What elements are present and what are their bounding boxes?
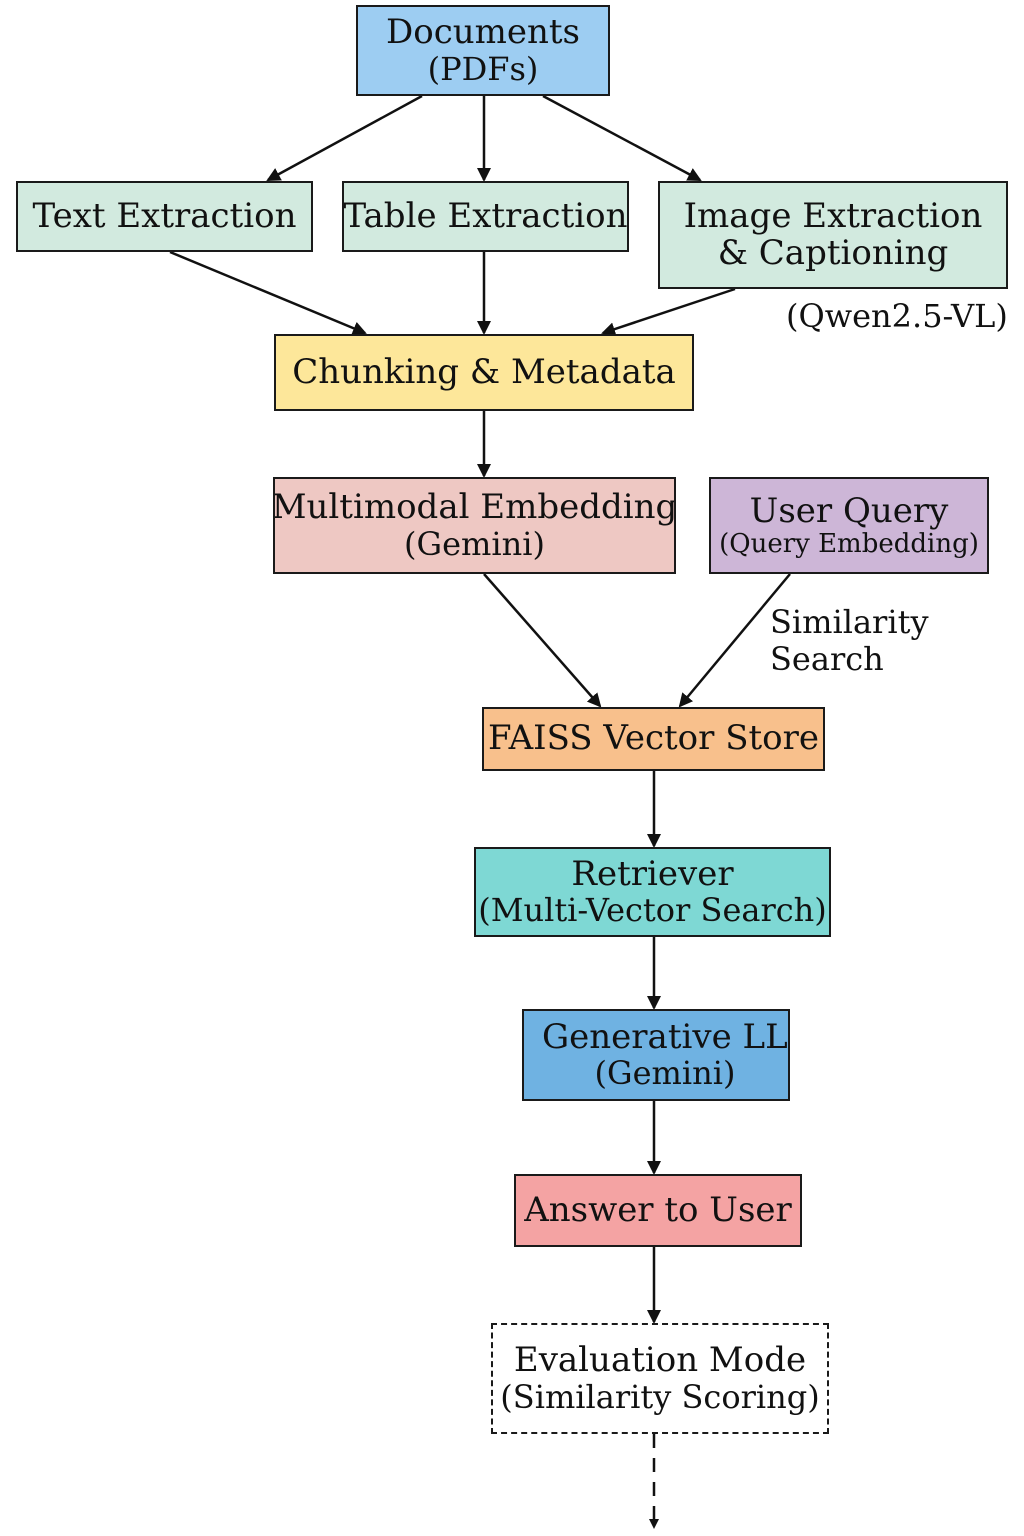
evaluation-label: Evaluation Mode xyxy=(513,1340,807,1381)
user-query-label: User Query xyxy=(749,490,949,531)
arrow-text-to-chunking xyxy=(169,250,367,335)
evaluation-node: Evaluation Mode (Similarity Scoring) xyxy=(491,1323,829,1434)
table-extraction-label: Table Extraction xyxy=(343,195,628,236)
answer-node: Answer to User xyxy=(514,1174,802,1247)
image-extraction-node: Image Extraction & Captioning xyxy=(658,181,1008,289)
table-extraction-node: Table Extraction xyxy=(342,181,629,252)
arrow-image-to-chunking xyxy=(601,287,736,336)
arrow-documents-to-image xyxy=(542,94,702,182)
documents-sublabel: (PDFs) xyxy=(427,49,539,88)
generative-llm-sublabel: (Gemini) xyxy=(594,1054,736,1093)
similarity-label-line1: Similarity xyxy=(770,603,929,641)
retriever-node: Retriever (Multi-Vector Search) xyxy=(474,847,831,937)
documents-node: Documents (PDFs) xyxy=(356,5,610,96)
text-extraction-label: Text Extraction xyxy=(32,195,297,236)
user-query-sublabel: (Query Embedding) xyxy=(719,528,979,559)
text-extraction-node: Text Extraction xyxy=(16,181,313,252)
image-extraction-label: Image Extraction xyxy=(683,195,983,236)
arrow-documents-to-text xyxy=(266,94,423,182)
multimodal-embedding-label: Multimodal Embedding xyxy=(273,487,676,528)
multimodal-embedding-sublabel: (Gemini) xyxy=(404,524,545,563)
chunking-node: Chunking & Metadata xyxy=(274,334,694,411)
evaluation-sublabel: (Similarity Scoring) xyxy=(500,1377,820,1416)
documents-label: Documents xyxy=(385,12,581,53)
user-query-node: User Query (Query Embedding) xyxy=(709,477,989,574)
arrow-embedding-to-faiss xyxy=(483,573,602,708)
arrow-query-to-faiss xyxy=(678,573,791,708)
faiss-label: FAISS Vector Store xyxy=(487,718,819,759)
chunking-label: Chunking & Metadata xyxy=(292,351,676,392)
answer-label: Answer to User xyxy=(524,1189,792,1230)
similarity-search-label: Similarity Search xyxy=(770,604,929,678)
faiss-node: FAISS Vector Store xyxy=(482,707,825,771)
generative-llm-label: Generative LLM xyxy=(542,1016,788,1057)
retriever-sublabel: (Multi-Vector Search) xyxy=(478,891,827,930)
retriever-label: Retriever xyxy=(571,853,734,894)
similarity-label-line2: Search xyxy=(770,639,884,678)
qwen-label: (Qwen2.5-VL) xyxy=(786,297,1008,335)
generative-llm-node: Generative LLM (Gemini) xyxy=(522,1009,790,1101)
multimodal-embedding-node: Multimodal Embedding (Gemini) xyxy=(273,477,676,574)
image-extraction-sublabel: & Captioning xyxy=(717,233,949,273)
